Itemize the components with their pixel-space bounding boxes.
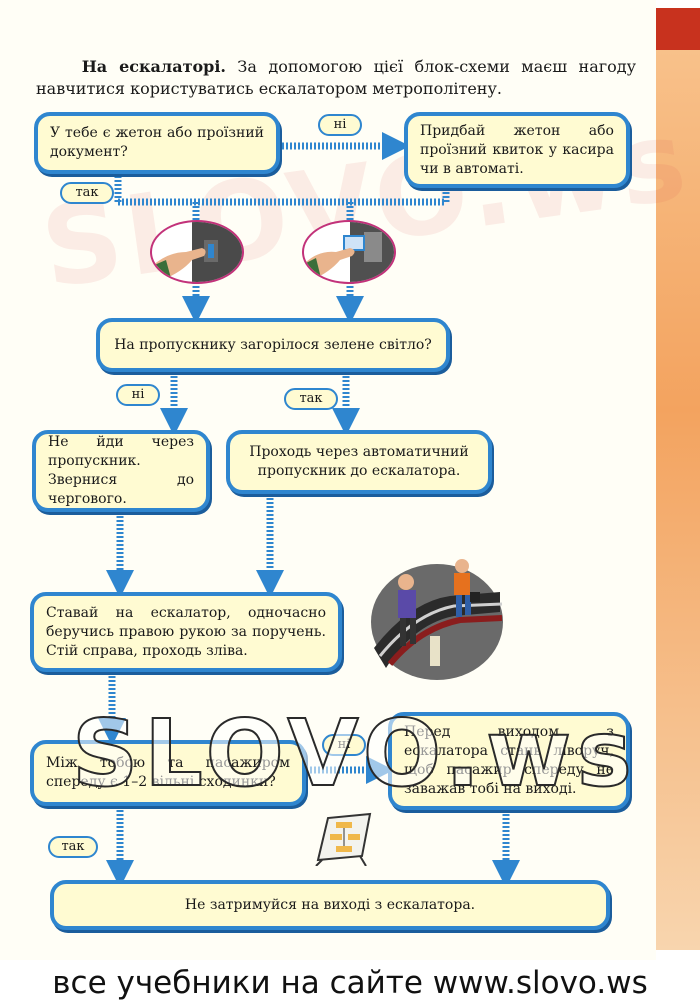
intro-text: За допомогою цієї блок-схеми маєш нагоду…	[36, 57, 637, 98]
box-green-light: На пропускнику загорілося зелене світло?	[96, 318, 450, 372]
card-hand-illustration	[302, 220, 396, 284]
token-hand-illustration	[150, 220, 244, 284]
flowchart-easel-illustration	[308, 810, 378, 867]
box-step-on-escalator: Ставай на ескалатор, одночасно беручись …	[30, 592, 342, 672]
box-contact-attendant: Не йди через пропускник. Звернися до чер…	[32, 430, 210, 512]
footer-banner: все учебники на сайте www.slovo.ws	[0, 961, 700, 1007]
box-has-token: У тебе є жетон або проїзний документ?	[34, 112, 280, 174]
edge-strip	[656, 50, 700, 950]
edge-tab	[656, 8, 700, 50]
label-no-3: ні	[322, 734, 366, 756]
intro-heading: На ескалаторі.	[81, 57, 226, 76]
label-no-1: ні	[318, 114, 362, 136]
box-step-left: Перед виходом з ескалатора стань ліворуч…	[388, 712, 630, 810]
box-buy-token: Придбай жетон або проїзний квиток у каси…	[404, 112, 630, 188]
label-yes-1: так	[60, 182, 114, 204]
label-yes-2: так	[284, 388, 338, 410]
label-no-2: ні	[116, 384, 160, 406]
intro-paragraph: На ескалаторі. За допомогою цієї блок-сх…	[36, 56, 636, 100]
escalator-illustration	[370, 552, 504, 682]
label-yes-3: так	[48, 836, 98, 858]
box-pass-turnstile: Проходь через автоматичний пропускник до…	[226, 430, 492, 494]
box-exit-quickly: Не затримуйся на виході з ескалатора.	[50, 880, 610, 930]
box-free-steps: Між тобою та пасажиром спереду є 1–2 віл…	[30, 740, 306, 806]
flow-connectors	[98, 132, 520, 888]
